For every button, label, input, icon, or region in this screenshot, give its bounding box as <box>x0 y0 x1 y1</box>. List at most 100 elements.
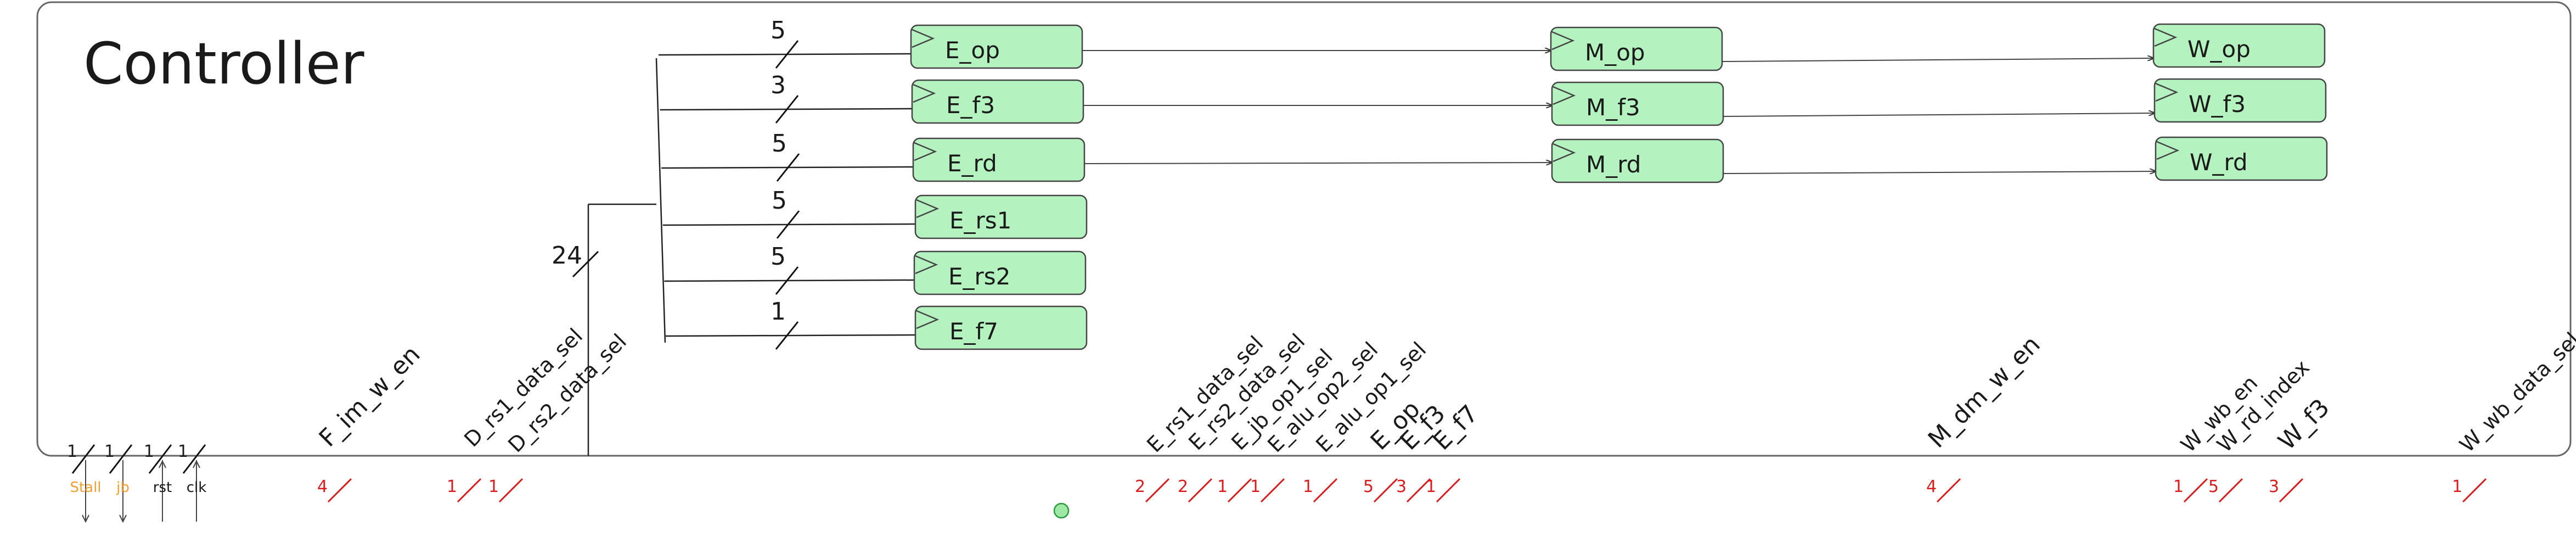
instruction-bus: 24 <box>552 58 666 456</box>
register-box <box>913 250 1087 295</box>
register-box <box>2155 136 2328 181</box>
width-label: 1 <box>770 298 786 326</box>
register-box <box>2152 23 2326 68</box>
signal-width-tick <box>1436 478 1461 503</box>
width-label: 5 <box>772 187 787 215</box>
port-width-label: 1 <box>67 442 77 461</box>
clock-triangle-icon <box>2155 82 2179 102</box>
width-tick <box>775 95 799 124</box>
signal-width-label: 1 <box>1426 477 1436 496</box>
register-w-f3[interactable]: W_f3 <box>2153 78 2327 123</box>
signal-width-label: 1 <box>1303 477 1313 496</box>
width-label: 5 <box>770 243 786 271</box>
port-width-label: 1 <box>104 442 115 461</box>
clock-triangle-icon <box>912 29 935 48</box>
signal-width-tick <box>1260 478 1285 503</box>
port-width-label: 1 <box>178 442 188 461</box>
e-input-wire <box>665 334 916 337</box>
status-dot <box>1053 502 1070 519</box>
register-w-rd[interactable]: W_rd <box>2155 136 2328 181</box>
register-e-rs1[interactable]: E_rs1 <box>914 194 1088 239</box>
width-tick <box>775 321 799 350</box>
bus-width-tick <box>572 250 599 278</box>
arrow-down-icon <box>119 515 127 523</box>
signal-width-label: 1 <box>447 477 457 496</box>
clock-triangle-icon <box>915 255 938 275</box>
port-width-tick <box>71 444 95 474</box>
register-label: M_f3 <box>1586 94 1640 121</box>
signal-width-tick <box>1373 478 1398 503</box>
clock-triangle-icon <box>1553 143 1576 163</box>
input-port-jb[interactable]: 1 jb <box>104 442 133 523</box>
signal-width-tick <box>2279 478 2304 503</box>
signal-width-label: 4 <box>1926 477 1937 496</box>
register-label: E_f7 <box>949 318 998 345</box>
signal-width-label: 2 <box>1135 477 1145 496</box>
input-port-rst[interactable]: 1 rst <box>144 442 172 522</box>
register-box <box>911 79 1084 124</box>
register-m-f3[interactable]: M_f3 <box>1551 81 1724 126</box>
port-width-label: 1 <box>144 442 154 461</box>
register-m-op[interactable]: M_op <box>1550 26 1723 71</box>
port-width-tick <box>148 444 172 474</box>
register-label: W_f3 <box>2189 91 2246 118</box>
register-label: E_f3 <box>946 92 995 119</box>
clock-triangle-icon <box>914 142 937 161</box>
clock-triangle-icon <box>916 199 940 219</box>
port-label: Stall <box>70 479 101 496</box>
controller-frame <box>36 1 2572 457</box>
signal-width-tick <box>1227 478 1252 503</box>
arrow-up-icon <box>193 460 200 468</box>
port-label: jb <box>116 479 130 496</box>
clock-triangle-icon <box>913 83 936 103</box>
bus-width-label: 24 <box>552 242 582 270</box>
signal-width-label: 5 <box>2208 477 2219 496</box>
signal-width-tick <box>498 478 524 503</box>
register-label: W_op <box>2187 36 2251 63</box>
signal-width-tick <box>2218 478 2243 503</box>
register-box <box>1550 26 1723 71</box>
port-label: rst <box>153 479 172 496</box>
width-label: 5 <box>772 130 787 158</box>
signal-width-label: 2 <box>1178 477 1188 496</box>
m-to-w-wire <box>1722 58 2153 62</box>
arrow-down-icon <box>82 515 89 523</box>
input-port-clk[interactable]: 1 clk <box>178 442 206 522</box>
signal-width-tick <box>1145 478 1170 503</box>
register-label: E_op <box>945 37 1000 64</box>
clock-triangle-icon <box>1553 86 1576 105</box>
m-to-w-wire <box>1723 171 2156 174</box>
signal-width-label: 1 <box>488 477 499 496</box>
width-label: 3 <box>770 71 786 99</box>
signal-width-label: 1 <box>2452 477 2462 496</box>
signal-width-tick <box>1313 478 1338 503</box>
e-input-wire <box>658 53 912 56</box>
arrow-up-icon <box>159 460 166 468</box>
register-e-f7[interactable]: E_f7 <box>914 305 1088 350</box>
signal-width-tick <box>327 478 352 503</box>
register-label: M_op <box>1585 39 1645 66</box>
register-m-rd[interactable]: M_rd <box>1551 138 1724 183</box>
clock-triangle-icon <box>2154 27 2178 47</box>
port-label: clk <box>187 479 207 496</box>
e-to-m-wire <box>1084 163 1552 164</box>
register-e-op[interactable]: E_op <box>910 24 1083 69</box>
signal-width-label: 1 <box>1250 477 1261 496</box>
signal-width-label: 4 <box>317 477 328 496</box>
register-label: E_rd <box>947 150 997 177</box>
register-e-rd[interactable]: E_rd <box>912 137 1085 182</box>
register-label: M_rd <box>1586 151 1641 178</box>
clock-triangle-icon <box>916 310 940 329</box>
register-e-rs2[interactable]: E_rs2 <box>913 250 1087 295</box>
m-to-w-wire <box>1723 113 2155 117</box>
clock-triangle-icon <box>2156 141 2180 160</box>
register-w-op[interactable]: W_op <box>2152 23 2326 68</box>
signal-width-label: 5 <box>1363 477 1374 496</box>
register-e-f3[interactable]: E_f3 <box>911 79 1084 124</box>
signal-width-label: 3 <box>2269 477 2279 496</box>
register-box <box>1551 81 1724 126</box>
register-box <box>2153 78 2327 123</box>
